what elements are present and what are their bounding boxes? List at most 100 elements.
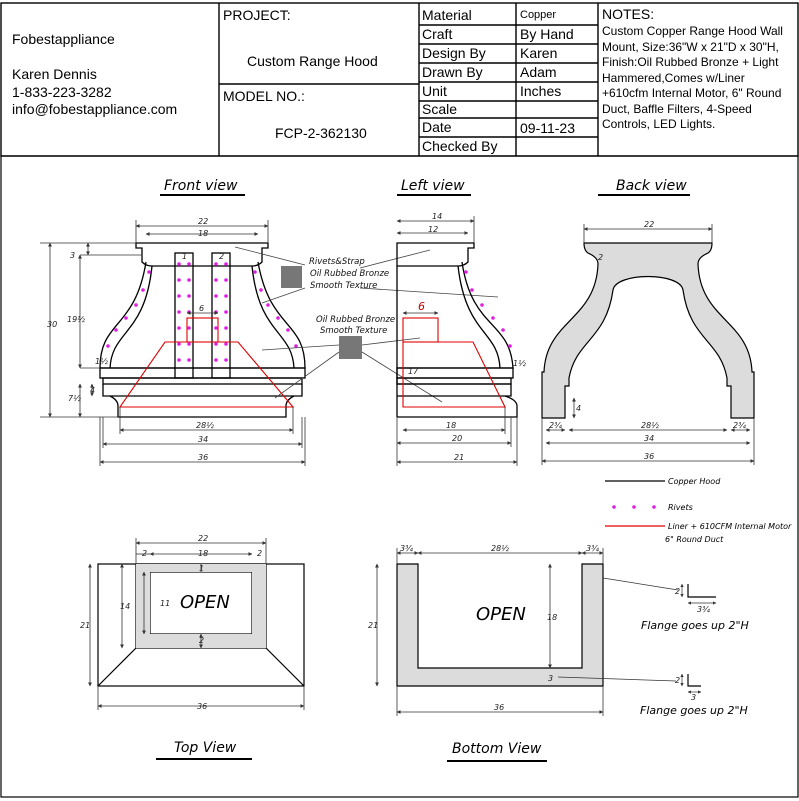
flange-note-1: Flange goes up 2"H	[641, 619, 749, 632]
front-dimension-labels: 22 18 3 30 19½ 1 2 6 1½ 4 7½ 28½ 34 36	[47, 217, 224, 462]
dim-label: 2	[675, 587, 680, 596]
model-label: MODEL NO.:	[223, 88, 305, 104]
dim-label: 2	[257, 549, 262, 558]
dim-label: 30	[47, 320, 57, 329]
orb-swatch-2	[339, 336, 362, 359]
notes-label: NOTES:	[602, 6, 655, 22]
dim-label: 36	[494, 703, 504, 712]
top-view-opening	[149, 571, 253, 635]
notes-text: Custom Copper Range Hood Wall Mount, Siz…	[602, 24, 783, 133]
dim-label: 34	[644, 434, 654, 443]
contact-phone: 1-833-223-3282	[12, 84, 112, 100]
dim-label: 2	[675, 676, 680, 685]
dim-label: 28½	[641, 421, 659, 430]
dim-label: 22	[644, 220, 654, 229]
dim-label: 1½	[95, 357, 108, 366]
flange-detail-2	[687, 674, 701, 687]
front-liner	[118, 317, 295, 408]
bottom-open-label: OPEN	[476, 604, 526, 625]
title-block: Fobestappliance Karen Dennis 1-833-223-3…	[0, 0, 799, 158]
back-hood-silhouette	[541, 242, 755, 419]
back-dimensions	[541, 224, 755, 465]
dim-label: 21	[368, 621, 378, 630]
dim-label: 21	[80, 621, 90, 630]
callout-smooth-1: Smooth Texture	[310, 281, 377, 291]
dim-label: 20	[452, 434, 462, 443]
top-view-collar	[136, 564, 266, 648]
legend-rivets-label: Rivets	[668, 503, 693, 512]
field-label: Date	[422, 119, 452, 135]
dim-label: 7½	[68, 394, 81, 403]
field-label: Drawn By	[422, 64, 483, 80]
field-label: Unit	[422, 83, 447, 99]
dim-label: 1	[199, 564, 204, 573]
notes-line: Mount, Size:36"W x 21"D x 30"H,	[602, 39, 779, 54]
dim-label: 14	[120, 602, 130, 611]
field-label: Craft	[422, 26, 453, 42]
dim-label: 2	[199, 636, 204, 645]
contact-name: Karen Dennis	[12, 66, 97, 82]
project-value: Custom Range Hood	[247, 53, 378, 69]
back-view: 22 2 4 2¾ 2¾ 28½ 34 36	[541, 220, 755, 465]
bottom-view-frame	[396, 563, 604, 687]
dim-label: 28½	[491, 544, 509, 553]
dim-label: 19½	[67, 315, 85, 324]
dim-label: 28½	[196, 421, 214, 430]
dim-label: 3	[548, 674, 553, 683]
notes-line: Duct, Baffle Filters, 4-Speed	[602, 101, 752, 116]
orb-swatch-1	[281, 266, 302, 288]
field-value: Copper	[520, 9, 557, 21]
dim-label: 6	[418, 300, 425, 313]
dim-label: 36	[198, 453, 208, 462]
front-dimensions	[40, 220, 306, 466]
left-dimensions	[396, 216, 518, 466]
dim-label: 2¾	[733, 421, 746, 430]
dim-label: 18	[547, 613, 557, 622]
field-label: Scale	[422, 101, 458, 117]
dim-label: 3	[691, 693, 696, 702]
field-value: Inches	[520, 83, 562, 99]
front-hood-outline	[99, 242, 306, 418]
callout-rivets-strap: Rivets&Strap	[309, 257, 365, 267]
left-hood-outline	[396, 242, 518, 418]
field-value: Adam	[520, 64, 557, 80]
view-titles: Front view Left view Back view Top View …	[156, 178, 690, 762]
finish-callouts: Rivets&Strap Oil Rubbed Bronze Smooth Te…	[234, 246, 499, 403]
left-view-title: Left view	[401, 178, 465, 194]
dim-label: 6	[199, 304, 204, 313]
field-value: Karen	[520, 45, 558, 61]
field-value: 09-11-23	[520, 120, 576, 136]
top-dimensions	[88, 538, 305, 710]
company-name: Fobestappliance	[12, 31, 115, 47]
field-label: Design By	[422, 45, 486, 61]
bottom-view: OPEN 3¾ 28½ 3¾ 21 18 3 36	[368, 544, 749, 717]
dim-label: 1	[182, 252, 187, 261]
legend-duct-label: 6" Round Duct	[665, 535, 724, 544]
field-value: By Hand	[520, 26, 574, 42]
field-label: Checked By	[422, 138, 498, 154]
flange-dimension-labels: 2 3¾ 2 3	[675, 587, 710, 702]
legend-copper-label: Copper Hood	[668, 477, 721, 486]
flange-dimensions	[680, 583, 717, 694]
left-rivets	[464, 270, 512, 348]
dim-label: 18	[198, 229, 208, 238]
left-view: 14 12 6 17 1½ 18 20 21	[396, 212, 526, 466]
model-value: FCP-2-362130	[275, 125, 367, 141]
legend-rivet-dots	[612, 505, 656, 509]
dim-label: 3¾	[697, 605, 710, 614]
top-view-title: Top View	[174, 740, 237, 756]
dim-label: 22	[198, 217, 208, 226]
contact-email: info@fobestappliance.com	[12, 101, 178, 117]
notes-line: Hammered,Comes w/Liner	[602, 70, 745, 85]
dim-label: 11	[160, 599, 170, 608]
dim-label: 3	[70, 251, 75, 260]
dim-label: 18	[198, 549, 208, 558]
bottom-dimension-labels: 3¾ 28½ 3¾ 21 18 3 36	[368, 544, 599, 712]
callout-smooth-2: Smooth Texture	[320, 326, 387, 336]
flange-note-2: Flange goes up 2"H	[640, 704, 748, 717]
notes-line: Finish:Oil Rubbed Bronze + Light	[602, 55, 779, 69]
top-open-label: OPEN	[180, 592, 230, 613]
notes-line: +610cfm Internal Motor, 6" Round	[602, 86, 782, 100]
flange-detail-1	[687, 584, 716, 598]
